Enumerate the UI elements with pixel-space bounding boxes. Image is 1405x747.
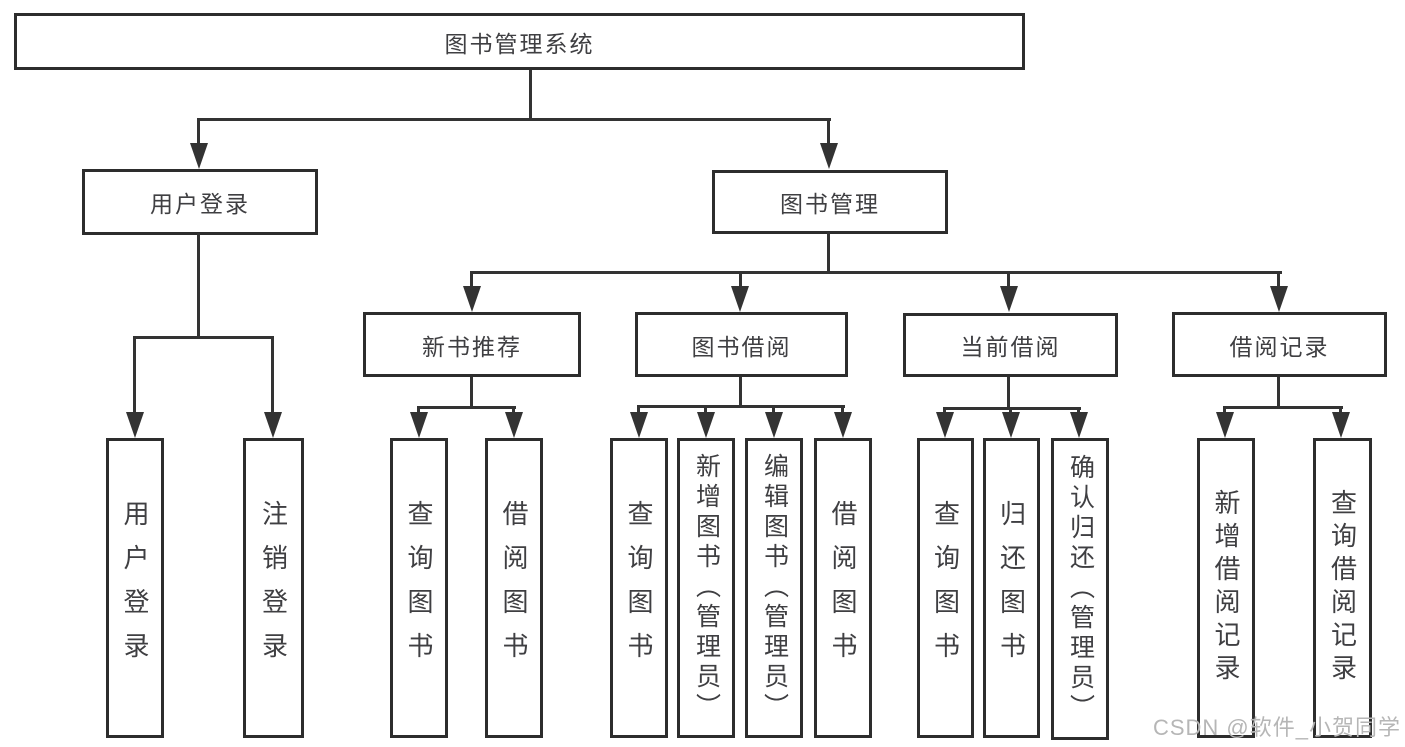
- connector-to-borrow-record: [1277, 271, 1280, 288]
- arrow-down-icon: [505, 412, 523, 438]
- connector-user-login-split: [133, 336, 274, 339]
- leaf-query-borrow-record-label: 查询借阅记录: [1327, 489, 1358, 687]
- leaf-query-borrow-record: 查询借阅记录: [1313, 438, 1372, 738]
- connector-stub: [841, 405, 844, 415]
- arrow-down-icon: [834, 412, 852, 438]
- connector-level3-branch: [471, 271, 1282, 274]
- connector-current-borrow-split: [943, 407, 1081, 410]
- connector-stub: [417, 406, 420, 415]
- arrow-down-icon: [936, 412, 954, 438]
- leaf-user-login-label: 用户登录: [120, 500, 150, 676]
- leaf-query-book-rec-label: 查询图书: [404, 500, 434, 676]
- node-current-borrow: 当前借阅: [903, 313, 1118, 377]
- connector-to-user-login: [197, 118, 200, 146]
- arrow-down-icon: [410, 412, 428, 438]
- connector-new-book-rec-drop: [470, 377, 473, 408]
- connector-new-book-rec-split: [417, 406, 516, 409]
- connector-borrow-record-split: [1223, 406, 1343, 409]
- csdn-watermark: CSDN @软件_小贺同学: [1152, 715, 1401, 740]
- node-book-mgmt: 图书管理: [712, 170, 948, 234]
- node-borrow-record: 借阅记录: [1172, 312, 1387, 377]
- node-user-login: 用户登录: [82, 169, 318, 235]
- node-user-login-label: 用户登录: [150, 191, 250, 217]
- node-borrow-record-label: 借阅记录: [1229, 333, 1330, 360]
- leaf-user-login: 用户登录: [106, 438, 164, 738]
- node-library-system-label: 图书管理系统: [444, 30, 595, 57]
- leaf-query-book-borrow: 查询图书: [610, 438, 668, 738]
- arrow-down-icon: [126, 412, 144, 438]
- arrow-down-icon: [697, 412, 715, 438]
- leaf-add-borrow-record-label: 新增借阅记录: [1211, 489, 1241, 687]
- leaf-edit-book-label: 编辑图书（管理员）: [760, 453, 789, 723]
- leaf-edit-book: 编辑图书（管理员）: [745, 438, 803, 738]
- leaf-query-book-current-label: 查询图书: [930, 500, 961, 676]
- arrow-down-icon: [463, 286, 481, 312]
- node-book-mgmt-label: 图书管理: [780, 191, 880, 217]
- connector-to-book-mgmt: [827, 118, 830, 146]
- connector-stub: [1223, 406, 1226, 415]
- connector-stub: [637, 405, 640, 415]
- connector-current-borrow-drop: [1007, 377, 1010, 409]
- connector-book-borrow-split: [637, 405, 845, 408]
- connector-to-leaf-user-login: [133, 336, 136, 414]
- connector-to-new-book-rec: [470, 271, 473, 288]
- arrow-down-icon: [1002, 412, 1020, 438]
- connector-level2-branch: [198, 118, 831, 121]
- leaf-query-book-current: 查询图书: [917, 438, 974, 738]
- leaf-query-book-borrow-label: 查询图书: [624, 500, 654, 676]
- connector-stub: [704, 405, 707, 415]
- arrow-down-icon: [264, 412, 282, 438]
- connector-stub: [772, 405, 775, 415]
- arrow-down-icon: [190, 143, 208, 169]
- node-current-borrow-label: 当前借阅: [960, 334, 1061, 360]
- arrow-down-icon: [630, 412, 648, 438]
- connector-book-borrow-drop: [739, 377, 742, 407]
- leaf-logout-label: 注销登录: [258, 500, 289, 676]
- arrow-down-icon: [1216, 412, 1234, 438]
- leaf-confirm-return-label: 确认归还（管理员）: [1066, 454, 1095, 724]
- leaf-query-book-rec: 查询图书: [390, 438, 448, 738]
- node-new-book-rec-label: 新书推荐: [422, 333, 522, 360]
- node-new-book-rec: 新书推荐: [363, 312, 581, 377]
- arrow-down-icon: [820, 143, 838, 169]
- connector-stub: [943, 407, 946, 415]
- leaf-borrow-book-label: 借阅图书: [828, 500, 858, 676]
- leaf-add-book: 新增图书（管理员）: [677, 438, 735, 738]
- connector-book-mgmt-drop: [827, 232, 830, 273]
- node-library-system: 图书管理系统: [14, 13, 1025, 70]
- node-book-borrow: 图书借阅: [635, 312, 848, 377]
- leaf-add-book-label: 新增图书（管理员）: [692, 453, 721, 723]
- connector-to-current-borrow: [1007, 271, 1010, 288]
- node-book-borrow-label: 图书借阅: [691, 333, 792, 360]
- arrow-down-icon: [1332, 412, 1350, 438]
- connector-to-leaf-logout: [271, 336, 274, 414]
- leaf-return-book-label: 归还图书: [996, 500, 1027, 676]
- leaf-logout: 注销登录: [243, 438, 304, 738]
- connector-borrow-record-drop: [1277, 377, 1280, 408]
- arrow-down-icon: [731, 286, 749, 312]
- leaf-borrow-book: 借阅图书: [814, 438, 872, 738]
- arrow-down-icon: [765, 412, 783, 438]
- connector-stub: [1077, 407, 1080, 415]
- leaf-confirm-return: 确认归还（管理员）: [1051, 438, 1109, 740]
- leaf-add-borrow-record: 新增借阅记录: [1197, 438, 1255, 738]
- connector-stub: [1009, 407, 1012, 415]
- arrow-down-icon: [1070, 412, 1088, 438]
- leaf-borrow-book-rec: 借阅图书: [485, 438, 543, 738]
- connector-user-login-drop: [197, 233, 200, 338]
- arrow-down-icon: [1000, 286, 1018, 312]
- connector-stub: [1339, 406, 1342, 415]
- connector-to-book-borrow: [739, 271, 742, 288]
- leaf-return-book: 归还图书: [983, 438, 1040, 738]
- connector-stub: [512, 406, 515, 415]
- arrow-down-icon: [1270, 286, 1288, 312]
- leaf-borrow-book-rec-label: 借阅图书: [499, 500, 529, 676]
- connector-root-trunk: [529, 70, 532, 120]
